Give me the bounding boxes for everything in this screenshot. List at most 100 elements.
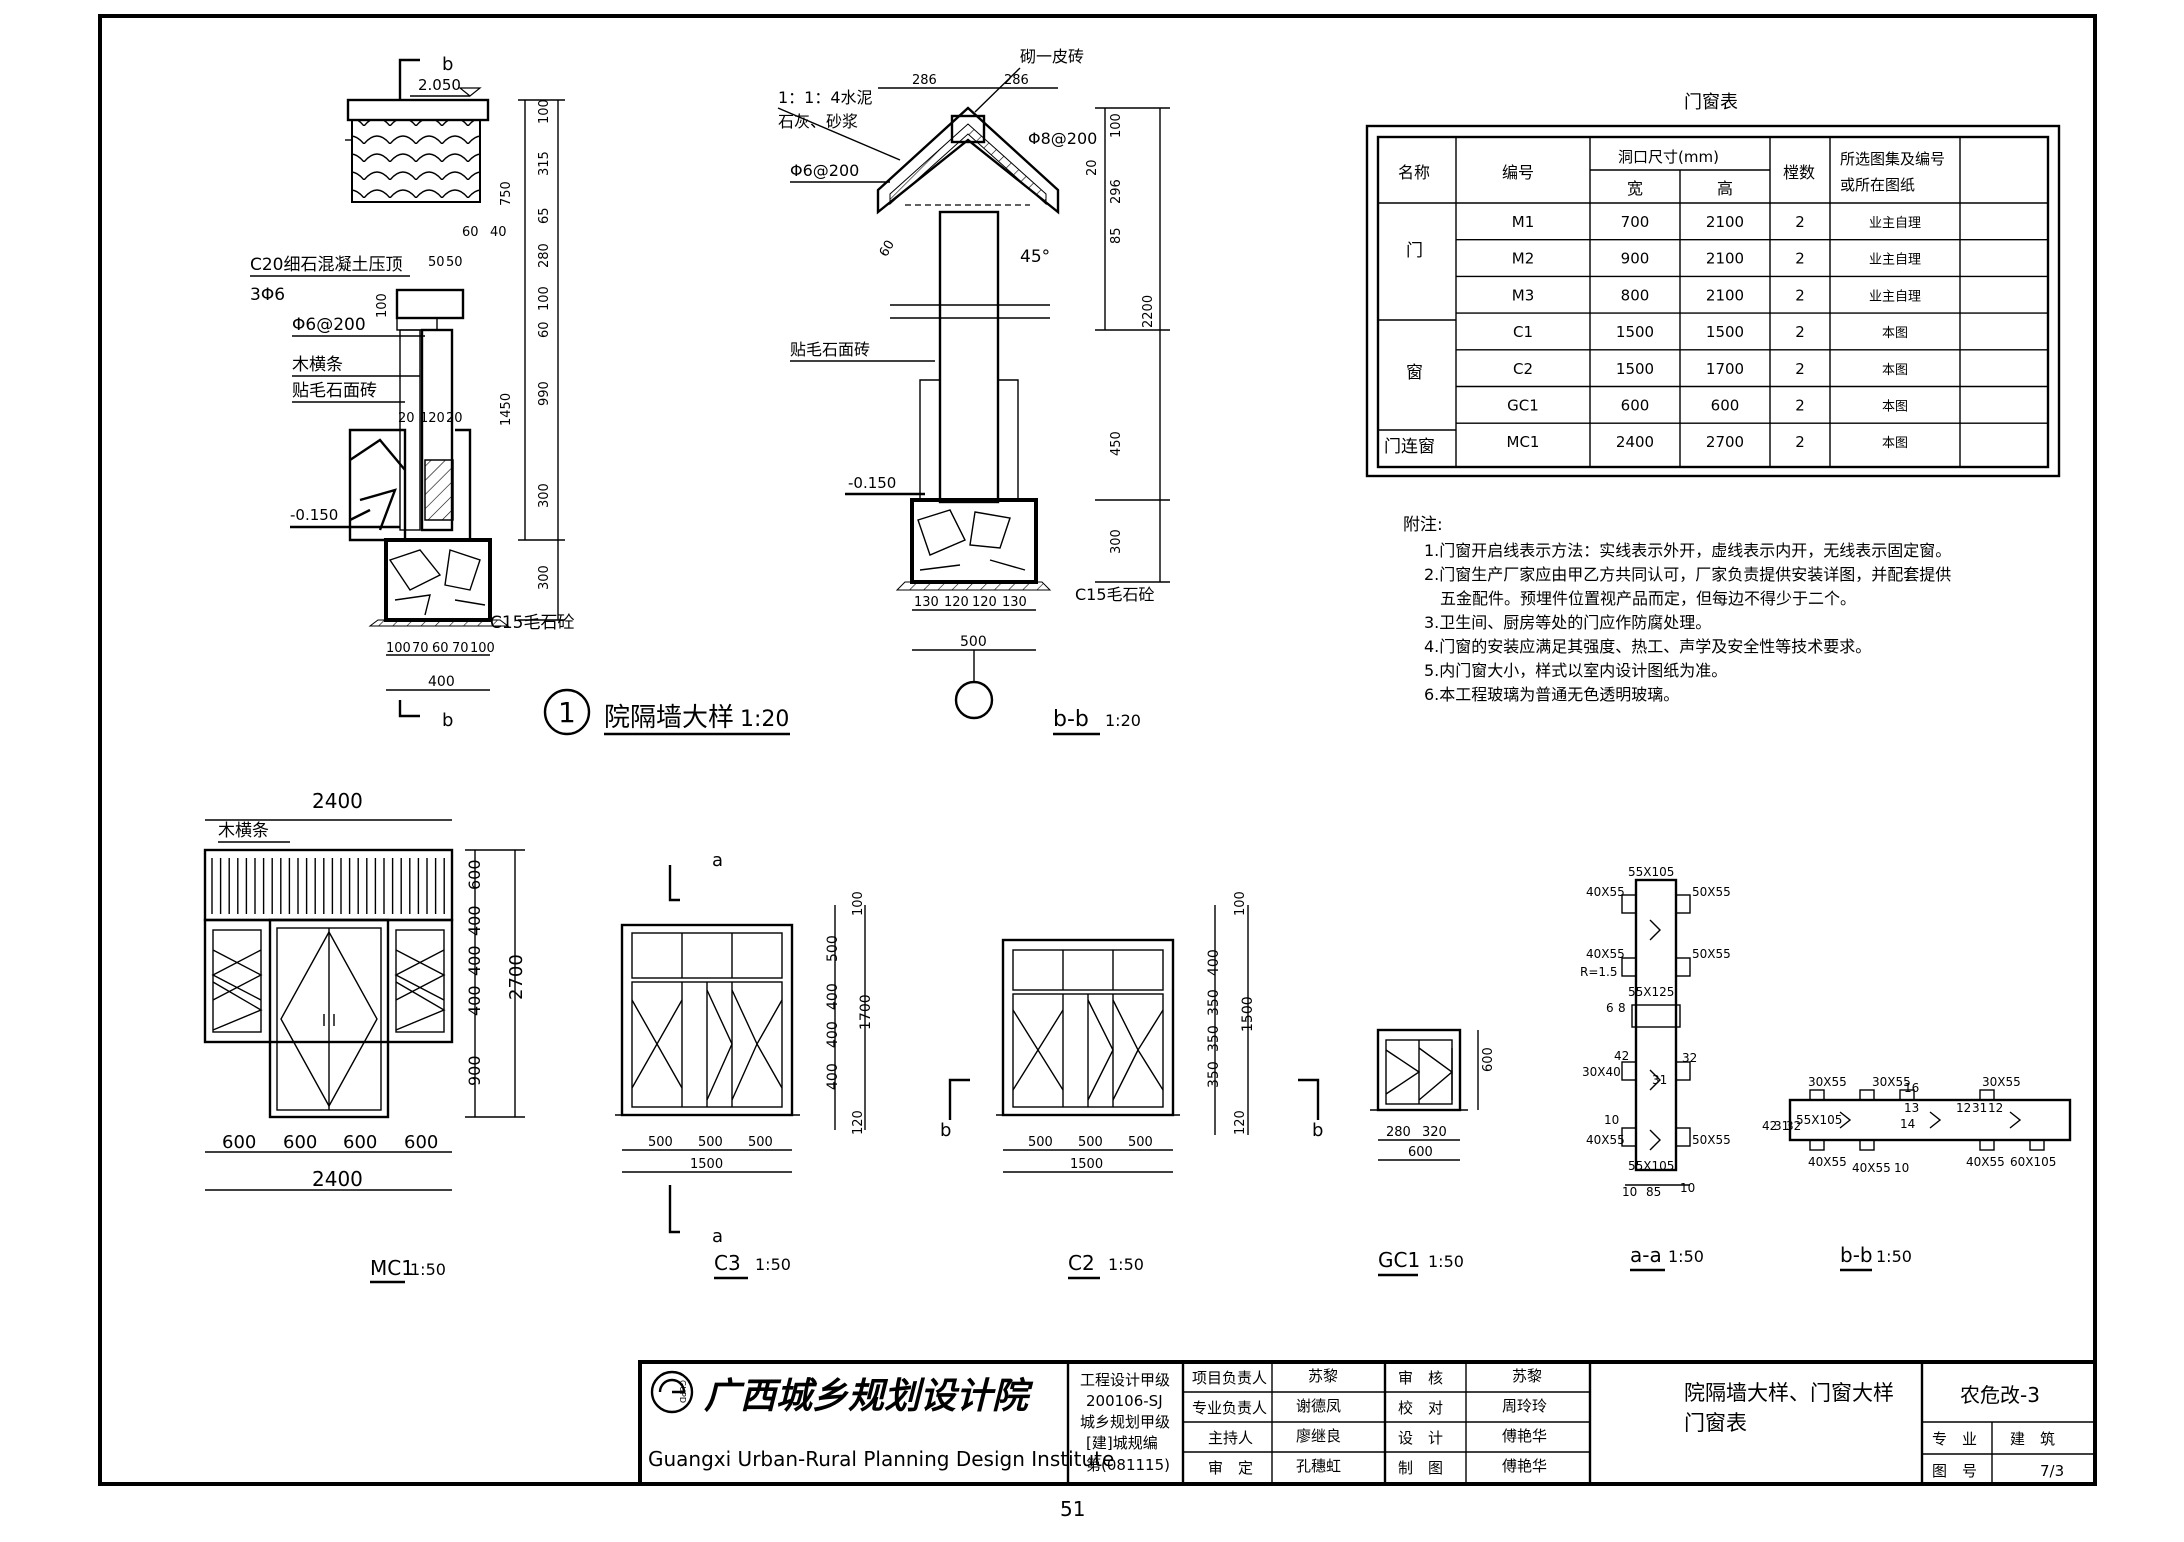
- gc1-dim-bottom: 280: [1386, 1125, 1411, 1140]
- section-mark-top: b: [442, 54, 453, 75]
- check-label: 制 图: [1398, 1459, 1443, 1477]
- c3-section-mark-bottom: a: [712, 1226, 723, 1247]
- table-header-width: 宽: [1627, 179, 1643, 198]
- table-cell-code: GC1: [1507, 397, 1539, 415]
- aa-label: 6: [1606, 1001, 1614, 1015]
- table-header-code: 编号: [1502, 163, 1534, 182]
- bb2-label: 31: [1972, 1101, 1987, 1115]
- c3-title: C3: [714, 1251, 741, 1275]
- company-logo-icon: [650, 1370, 694, 1414]
- table-header-opening: 洞口尺寸(mm): [1618, 148, 1719, 166]
- label-rebar-dist: Φ6@200: [292, 315, 366, 335]
- mc1-dim-right-total: 2700: [506, 954, 527, 1000]
- bb-dim-right: 296: [1109, 179, 1124, 204]
- table-cell-ref: 本图: [1882, 400, 1908, 415]
- c3-dim-right: 120: [851, 1110, 866, 1135]
- dim-right: 750: [499, 181, 514, 206]
- table-cell-height: 1500: [1706, 323, 1744, 341]
- c2-dim-right: 350: [1206, 989, 1222, 1016]
- dim-right: 300: [537, 483, 552, 508]
- drawing-title-2: 门窗表: [1684, 1411, 1747, 1435]
- table-cell-ref: 本图: [1882, 326, 1908, 341]
- bb-dim-right: 20: [1085, 159, 1100, 176]
- check-name: 周玲玲: [1502, 1397, 1547, 1415]
- dim-right: 65: [537, 207, 552, 224]
- c2-dim-right-total: 1500: [1240, 996, 1256, 1032]
- table-cell-count: 2: [1795, 323, 1805, 341]
- aa-label: 40X55: [1586, 947, 1625, 961]
- table-cell-code: C2: [1513, 360, 1533, 378]
- dim-right: 315: [537, 151, 552, 176]
- aa-label: 42: [1614, 1049, 1629, 1063]
- elev-ground: -0.150: [290, 506, 338, 524]
- mc1-scale: 1:50: [410, 1260, 446, 1279]
- dim-right: 100: [537, 99, 552, 124]
- c2-elevation: b b 100 400 350 350 350 120 1500 500 500…: [940, 891, 1323, 1280]
- dim-mid: 120: [420, 411, 445, 426]
- dim-mid: 20: [446, 411, 463, 426]
- aa-label: 50X55: [1692, 947, 1731, 961]
- bb-dim-small: 60: [877, 238, 898, 260]
- bb2-label: 42: [1762, 1119, 1777, 1133]
- specialty-value: 建 筑: [2010, 1430, 2055, 1448]
- mc1-dim-bottom: 600: [404, 1132, 438, 1153]
- check-name: 傅艳华: [1502, 1457, 1547, 1475]
- mc1-dim-bottom: 600: [283, 1132, 317, 1153]
- bb-dim-bottom: 120: [944, 595, 969, 610]
- table-cell-count: 2: [1795, 397, 1805, 415]
- mc1-dim-right: 900: [465, 1055, 484, 1086]
- bb-dim-total: 500: [960, 634, 987, 650]
- door-window-table: 门窗表 名称 编号 洞口尺寸(mm) 宽 高 樘数 所选图集及编号 或所在图纸 …: [1365, 92, 2061, 478]
- table-cell-height: 2100: [1706, 250, 1744, 268]
- c2-section-mark-left: b: [940, 1120, 951, 1141]
- company-name-cn: 广西城乡规划设计院: [704, 1376, 1034, 1417]
- detail-number: 1: [558, 696, 576, 729]
- aa-label: 50X55: [1692, 1133, 1731, 1147]
- drawing-no-value: 7/3: [2040, 1462, 2064, 1480]
- bb-label-rebar-top: Φ8@200: [1028, 129, 1097, 148]
- c2-dim-bottom: 500: [1028, 1135, 1053, 1150]
- bb2-label: 60X105: [2010, 1155, 2056, 1169]
- table-cell-code: M1: [1512, 213, 1535, 231]
- dim-bottom: 100: [470, 641, 495, 656]
- c3-dim-right: 500: [825, 935, 841, 962]
- check-name: 傅艳华: [1502, 1427, 1547, 1445]
- table-group-door: 门: [1406, 241, 1423, 261]
- table-cell-code: MC1: [1507, 433, 1540, 451]
- aa-dim-bottom: 10: [1622, 1185, 1637, 1199]
- section-bb-window: 30X55 30X55 16 30X55 13 14 12 31 12 42 3…: [1762, 1075, 2072, 1272]
- aa-label: 55X105: [1628, 1159, 1674, 1173]
- role-name: 苏黎: [1308, 1367, 1338, 1385]
- notes-title: 附注:: [1403, 515, 1443, 535]
- aa-scale: 1:50: [1668, 1247, 1704, 1266]
- role-name: 孔穗虹: [1296, 1457, 1341, 1475]
- drawing-no-label: 图 号: [1932, 1462, 1977, 1480]
- bb2-label: 55X105: [1796, 1113, 1842, 1127]
- aa-label: 55X105: [1628, 865, 1674, 879]
- table-cell-ref: 业主自理: [1869, 216, 1921, 231]
- aa-label: R=1.5: [1580, 965, 1617, 979]
- table-header-count: 樘数: [1783, 163, 1815, 182]
- check-label: 校 对: [1398, 1399, 1443, 1417]
- role-name: 廖继良: [1296, 1427, 1341, 1445]
- gc1-title: GC1: [1378, 1248, 1420, 1272]
- cert-line: 第(081115): [1086, 1456, 1170, 1474]
- bb2-label: 10: [1894, 1161, 1909, 1175]
- bb2-title: b-b: [1840, 1243, 1873, 1267]
- table-cell-height: 600: [1711, 397, 1740, 415]
- section-bb-wall: -0.150 1：1：4水泥 石灰、砂浆 砌一皮砖 Φ8@200 Φ6@200 …: [777, 47, 1170, 736]
- title-block: GUPD 广西城乡规划设计院 Guangxi Urban-Rural Plann…: [638, 1360, 2097, 1486]
- role-label: 主持人: [1208, 1429, 1253, 1447]
- dim-top-small: 50: [428, 255, 445, 270]
- specialty-label: 专 业: [1932, 1430, 1977, 1448]
- note-line: 5.内门窗大小，样式以室内设计图纸为准。: [1424, 661, 1727, 680]
- mc1-elevation: 2400 木横条 600 400 400 400 900 2700 600: [203, 789, 527, 1284]
- table-cell-width: 800: [1621, 286, 1650, 304]
- aa-label: 50X55: [1692, 885, 1731, 899]
- notes: 附注: 1.门窗开启线表示方法：实线表示外开，虚线表示内开，无线表示固定窗。 2…: [1403, 515, 1951, 704]
- table-header-name: 名称: [1398, 163, 1430, 182]
- bb-dim-right: 100: [1109, 113, 1124, 138]
- bb-dim-bottom: 120: [972, 595, 997, 610]
- check-label: 审 核: [1398, 1369, 1443, 1387]
- dim-top-small: 100: [375, 293, 390, 318]
